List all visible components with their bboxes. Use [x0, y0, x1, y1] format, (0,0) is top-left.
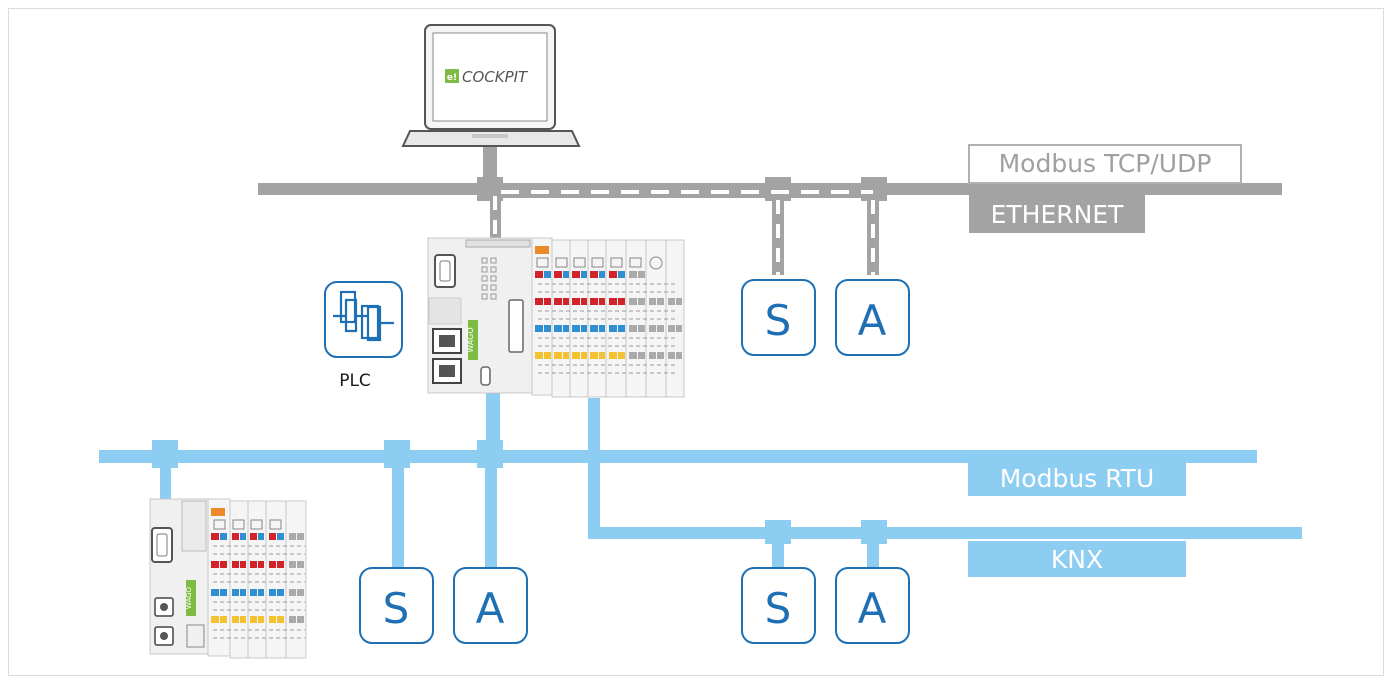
cockpit-logo-mark: e!: [447, 73, 457, 83]
ethernet-actuator: A: [835, 279, 910, 356]
modbus-tcp-text: Modbus TCP/UDP: [999, 149, 1212, 178]
rtu-actuator: A: [453, 567, 528, 644]
modbus-rtu-text: Modbus RTU: [1000, 464, 1155, 493]
modbus-rtu-bus: [99, 390, 1257, 570]
rtu-io-modules: [207, 498, 307, 659]
ethernet-text: ETHERNET: [991, 200, 1125, 229]
cockpit-name: COCKPIT: [462, 68, 529, 86]
controller-brand: WAGO: [466, 327, 475, 352]
svg-text:S: S: [383, 584, 410, 633]
ethernet-bus: [258, 146, 1282, 275]
ethernet-label: ETHERNET: [969, 195, 1145, 233]
rtu-controller-brand: WAGO: [185, 586, 193, 609]
rtu-sensor: S: [359, 567, 434, 644]
knx-label: KNX: [968, 541, 1186, 577]
io-modules: [531, 237, 685, 398]
plc-label: PLC: [339, 371, 371, 391]
knx-sensor: S: [741, 567, 816, 644]
laptop-icon: e! COCKPIT: [401, 24, 581, 147]
svg-text:S: S: [765, 296, 792, 345]
plc-icon: [324, 281, 403, 358]
knx-bus: [588, 398, 1302, 570]
svg-text:S: S: [765, 584, 792, 633]
svg-text:A: A: [858, 296, 887, 345]
knx-actuator: A: [835, 567, 910, 644]
modbus-rtu-label: Modbus RTU: [968, 460, 1186, 496]
main-controller: WAGO: [427, 237, 685, 398]
modbus-tcp-label: Modbus TCP/UDP: [968, 144, 1242, 184]
knx-text: KNX: [1051, 545, 1103, 574]
svg-text:A: A: [476, 584, 505, 633]
ethernet-sensor: S: [741, 279, 816, 356]
cockpit-logo-icon: [445, 69, 459, 83]
rtu-controller: WAGO: [149, 498, 307, 659]
svg-text:A: A: [858, 584, 887, 633]
diagram-frame: [8, 8, 1384, 676]
